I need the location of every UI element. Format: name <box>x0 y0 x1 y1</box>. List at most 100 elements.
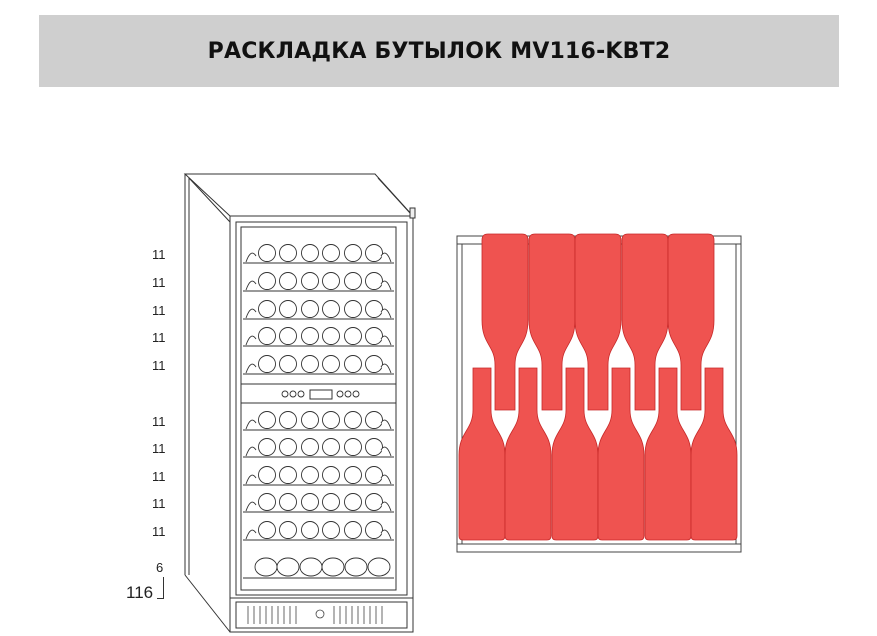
bottle-end <box>344 300 362 318</box>
bottle-end <box>301 327 319 345</box>
bottle-end <box>344 493 362 511</box>
bottle-end <box>365 327 383 345</box>
page-title: РАСКЛАДКА БУТЫЛОК MV116-KBT2 <box>207 38 671 64</box>
bottle-end <box>344 438 362 456</box>
control-knob <box>336 390 344 398</box>
bottle-end <box>344 411 362 429</box>
bottle-end <box>301 244 319 262</box>
shelf-count-8: 11 <box>152 469 166 484</box>
bottle-end <box>301 493 319 511</box>
shelf-count-1: 11 <box>152 247 166 262</box>
title-banner: РАСКЛАДКА БУТЫЛОК MV116-KBT2 <box>39 15 839 87</box>
bottle-end <box>322 355 340 373</box>
bottle-end <box>365 355 383 373</box>
lock-icon <box>315 609 325 619</box>
total-count: 116 <box>126 583 154 602</box>
bottle-end <box>258 466 276 484</box>
bottle-end-partial <box>245 419 257 430</box>
total-bracket-base <box>157 598 164 599</box>
bottle-inverted <box>574 233 622 411</box>
bottle-end <box>279 438 297 456</box>
bottle-end <box>301 521 319 539</box>
bottle-end <box>365 411 383 429</box>
bottle-end-partial <box>245 363 257 374</box>
bottle-end <box>322 493 340 511</box>
bottle-end <box>279 521 297 539</box>
control-knob <box>289 390 297 398</box>
bottle-end-partial <box>245 529 257 540</box>
bottle-end-partial <box>380 474 392 485</box>
bottle-end <box>258 300 276 318</box>
bottle-end <box>258 493 276 511</box>
bottle-inverted <box>481 233 529 411</box>
bottle-end-partial <box>245 446 257 457</box>
bottle-end-partial <box>380 335 392 346</box>
bottle-end <box>279 244 297 262</box>
bottle-end <box>344 355 362 373</box>
bottle-end-partial <box>380 308 392 319</box>
bottle-end <box>279 327 297 345</box>
bottle-end-partial <box>245 501 257 512</box>
shelf-count-4: 11 <box>152 330 166 345</box>
control-knob <box>352 390 360 398</box>
bottle-end <box>279 411 297 429</box>
bottle-upright <box>504 367 552 541</box>
bottle-end <box>322 300 340 318</box>
bottle-end <box>344 521 362 539</box>
bottle-end <box>276 557 300 577</box>
bottle-end <box>365 521 383 539</box>
shelf-count-7: 11 <box>152 441 166 456</box>
bottle-end <box>279 355 297 373</box>
control-knob <box>344 390 352 398</box>
bottle-upright <box>551 367 599 541</box>
bottle-end <box>258 244 276 262</box>
bottle-end-partial <box>380 446 392 457</box>
bottle-end <box>301 411 319 429</box>
bottle-end <box>365 300 383 318</box>
bottle-end-partial <box>380 419 392 430</box>
bottle-end <box>322 244 340 262</box>
bottle-end <box>322 411 340 429</box>
bottle-end <box>301 300 319 318</box>
bottle-end <box>344 327 362 345</box>
bottle-end-partial <box>380 501 392 512</box>
bottle-end <box>301 355 319 373</box>
bottle-end-partial <box>245 252 257 263</box>
control-knob <box>297 390 305 398</box>
bottle-end <box>344 466 362 484</box>
bottle-end <box>367 557 391 577</box>
bottle-end <box>301 272 319 290</box>
bottle-end <box>258 327 276 345</box>
bottle-end-partial <box>245 474 257 485</box>
bottle-end <box>258 355 276 373</box>
bottle-end <box>344 557 368 577</box>
bottle-upright <box>597 367 645 541</box>
bottle-end-partial <box>380 252 392 263</box>
bottle-end-partial <box>245 308 257 319</box>
bottle-end <box>279 272 297 290</box>
total-bracket <box>163 577 164 599</box>
bottle-end <box>258 438 276 456</box>
bottle-end <box>322 438 340 456</box>
bottle-end-partial <box>245 335 257 346</box>
bottle-end <box>365 244 383 262</box>
bottle-end-partial <box>380 363 392 374</box>
bottle-end <box>258 411 276 429</box>
bottle-end-partial <box>380 529 392 540</box>
bottle-upright <box>644 367 692 541</box>
shelf-count-6: 11 <box>152 414 166 429</box>
bottle-end <box>322 466 340 484</box>
shelf-count-9: 11 <box>152 496 166 511</box>
control-knob <box>281 390 289 398</box>
bottle-end <box>258 521 276 539</box>
bottle-upright <box>690 367 738 541</box>
bottle-end <box>279 493 297 511</box>
bottle-end <box>365 493 383 511</box>
shelf-count-11: 6 <box>156 560 164 575</box>
bottle-inverted <box>667 233 715 411</box>
shelf-count-3: 11 <box>152 303 166 318</box>
bottle-end <box>344 244 362 262</box>
bottle-end <box>365 438 383 456</box>
